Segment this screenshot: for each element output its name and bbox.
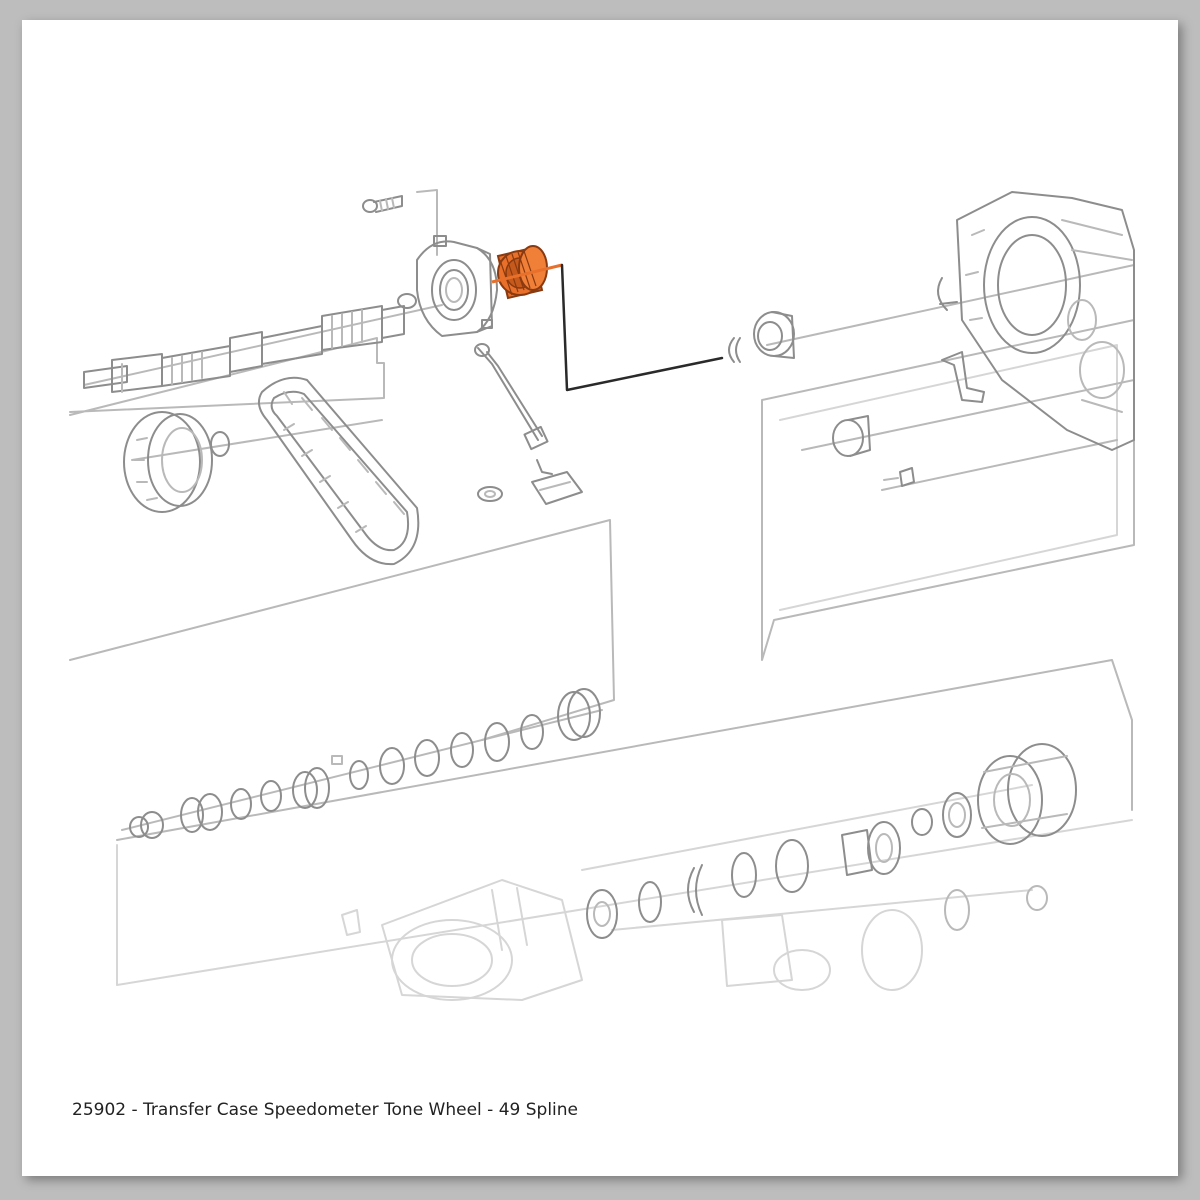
output-shaft xyxy=(83,293,417,393)
drive-chain xyxy=(257,376,420,566)
product-image-card: 25902 - Transfer Case Speedometer Tone W… xyxy=(22,20,1178,1176)
driven-sprocket xyxy=(123,411,230,513)
bolt xyxy=(362,195,403,213)
axis-lines xyxy=(83,264,1135,931)
transfer-case-half xyxy=(937,191,1135,451)
lower-left-parts xyxy=(129,688,601,839)
speedometer-tone-wheel-highlight xyxy=(491,245,563,300)
leader-line xyxy=(560,263,724,392)
rear-bearing xyxy=(728,311,795,363)
planetary-assembly xyxy=(586,743,1077,939)
exploded-parts-diagram xyxy=(69,189,1135,1001)
bearing-retainer xyxy=(416,235,498,337)
input-bearing xyxy=(832,415,915,487)
frame-panels xyxy=(69,319,1135,986)
product-caption: 25902 - Transfer Case Speedometer Tone W… xyxy=(72,1100,579,1120)
faded-case-half xyxy=(341,879,923,1001)
shift-bracket xyxy=(941,351,985,403)
speedometer-sensor xyxy=(474,343,583,505)
